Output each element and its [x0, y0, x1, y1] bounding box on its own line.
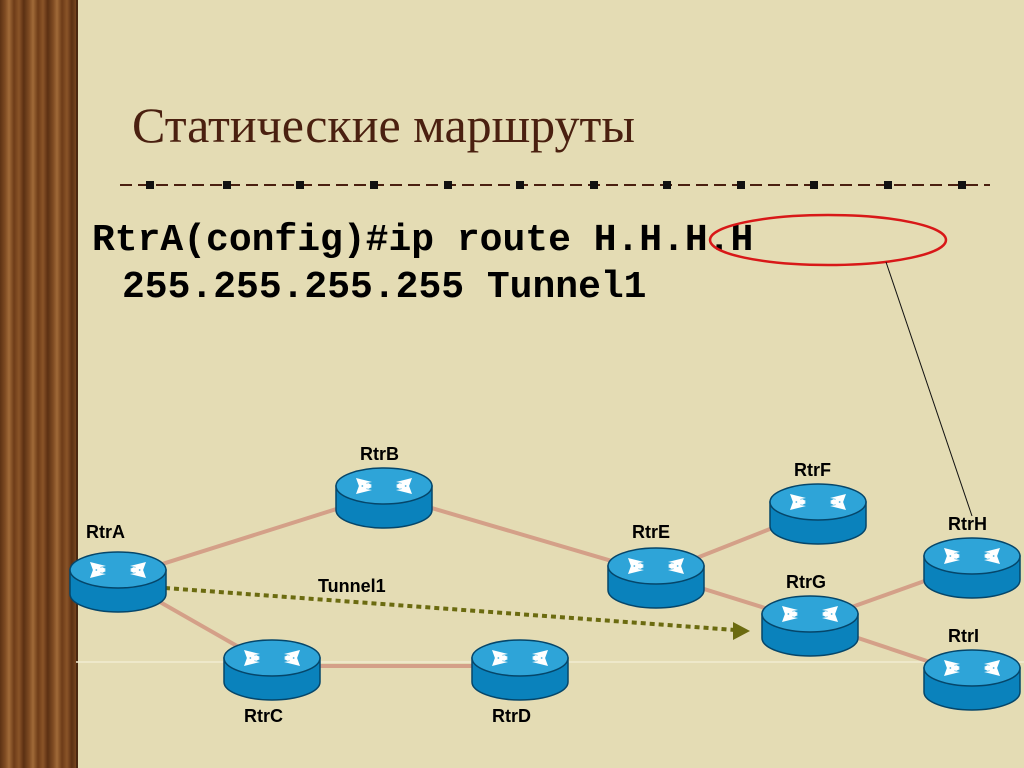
router-d-label: RtrD	[492, 706, 531, 726]
router-g-label: RtrG	[786, 572, 826, 592]
router-d-icon	[470, 638, 570, 702]
router-a-label: RtrA	[86, 522, 125, 542]
router-c-label: RtrC	[244, 706, 283, 726]
command-line-2: 255.255.255.255 Tunnel1	[122, 266, 647, 309]
router-e-icon	[606, 546, 706, 610]
router-h-label: RtrH	[948, 514, 987, 534]
router-f-icon	[768, 482, 868, 546]
tunnel-arrowhead	[733, 622, 750, 640]
router-f-label: RtrF	[794, 460, 831, 480]
wood-border	[0, 0, 78, 768]
router-i-label: RtrI	[948, 626, 979, 646]
router-g-icon	[760, 594, 860, 658]
router-e-label: RtrE	[632, 522, 671, 542]
router-c-icon	[222, 638, 322, 702]
host-highlight-ellipse	[708, 213, 948, 267]
host-pointer-line	[885, 261, 973, 517]
router-b-icon	[334, 466, 434, 530]
router-b-label: RtrB	[360, 444, 399, 464]
page-title: Статические маршруты	[132, 97, 635, 153]
command-prefix: RtrA(config)#ip route	[92, 219, 594, 262]
divider-dots	[146, 181, 966, 189]
command-line-1: RtrA(config)#ip route H.H.H.H	[92, 222, 753, 260]
router-a-icon	[68, 550, 168, 614]
router-i-icon	[922, 648, 1022, 712]
tunnel-label: Tunnel1	[318, 576, 386, 596]
router-h-icon	[922, 536, 1022, 600]
